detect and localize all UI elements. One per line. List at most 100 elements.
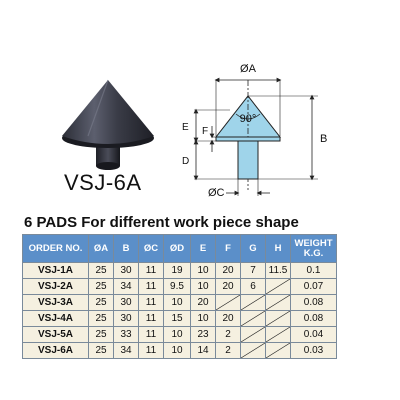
column-header: WEIGHT K.G. — [290, 234, 337, 263]
table-cell: 23 — [190, 326, 216, 343]
table-cell: 0.03 — [290, 342, 337, 359]
dim-a-label: ØA — [240, 63, 257, 75]
order-number-cell: VSJ-1A — [22, 262, 89, 279]
table-cell: 30 — [113, 262, 139, 279]
empty-cell — [265, 326, 291, 343]
empty-cell-slash — [241, 343, 265, 358]
table-cell: 34 — [113, 342, 139, 359]
empty-cell — [215, 294, 241, 311]
table-cell: 20 — [215, 278, 241, 295]
empty-cell-slash — [216, 295, 240, 310]
table-cell: 11 — [138, 326, 164, 343]
table-cell: 11 — [138, 342, 164, 359]
table-cell: 34 — [113, 278, 139, 295]
order-number-cell: VSJ-4A — [22, 310, 89, 327]
table-cell: 0.08 — [290, 310, 337, 327]
empty-cell-slash — [266, 279, 290, 294]
table-cell: 25 — [88, 262, 114, 279]
product-photo — [62, 79, 154, 170]
empty-cell — [240, 310, 266, 327]
table-cell: 10 — [163, 326, 191, 343]
table-cell: 6 — [240, 278, 266, 295]
table-cell: 11 — [138, 294, 164, 311]
table-cell: 20 — [215, 310, 241, 327]
empty-cell — [240, 342, 266, 359]
stem-section — [237, 140, 259, 180]
table-cell: 11 — [138, 262, 164, 279]
table-cell: 0.08 — [290, 294, 337, 311]
model-label: VSJ-6A — [64, 170, 142, 195]
empty-cell-slash — [266, 327, 290, 342]
column-header: F — [215, 234, 241, 263]
table-cell: 14 — [190, 342, 216, 359]
empty-cell — [265, 294, 291, 311]
table-cell: 25 — [88, 326, 114, 343]
column-header: E — [190, 234, 216, 263]
table-cell: 25 — [88, 294, 114, 311]
table-cell: 2 — [215, 326, 241, 343]
table-cell: 10 — [190, 310, 216, 327]
column-header: ØA — [88, 234, 114, 263]
table-cell: 2 — [215, 342, 241, 359]
column-header: ØC — [138, 234, 164, 263]
table-cell: 25 — [88, 342, 114, 359]
dim-b-label: B — [320, 133, 327, 145]
table-title: 6 PADS For different work piece shape — [24, 214, 299, 231]
table-cell: 10 — [163, 342, 191, 359]
table-cell: 20 — [215, 262, 241, 279]
table-cell: 0.1 — [290, 262, 337, 279]
empty-cell-slash — [266, 343, 290, 358]
table-cell: 25 — [88, 278, 114, 295]
dim-d-label: D — [182, 156, 189, 167]
table-cell: 15 — [163, 310, 191, 327]
empty-cell — [265, 310, 291, 327]
order-number-cell: VSJ-2A — [22, 278, 89, 295]
table-cell: 30 — [113, 294, 139, 311]
table-cell: 25 — [88, 310, 114, 327]
table-cell: 0.04 — [290, 326, 337, 343]
empty-cell — [265, 342, 291, 359]
table-cell: 10 — [190, 278, 216, 295]
table-cell: 11.5 — [265, 262, 291, 279]
angle-label: 90° — [240, 113, 257, 125]
table-cell: 11 — [138, 278, 164, 295]
empty-cell — [240, 294, 266, 311]
order-number-cell: VSJ-6A — [22, 342, 89, 359]
column-header: ORDER NO. — [22, 234, 89, 263]
table-cell: 11 — [138, 310, 164, 327]
table-cell: 19 — [163, 262, 191, 279]
table-cell: 20 — [190, 294, 216, 311]
empty-cell — [240, 326, 266, 343]
empty-cell-slash — [266, 311, 290, 326]
table-cell: 9.5 — [163, 278, 191, 295]
column-header: G — [240, 234, 266, 263]
column-header: B — [113, 234, 139, 263]
table-cell: 33 — [113, 326, 139, 343]
dim-f-label: F — [202, 126, 208, 137]
dim-e-label: E — [182, 122, 189, 133]
dim-c-label: ØC — [208, 187, 225, 199]
column-header: ØD — [163, 234, 191, 263]
empty-cell-slash — [266, 295, 290, 310]
empty-cell-slash — [241, 327, 265, 342]
empty-cell — [265, 278, 291, 295]
dimension-diagram: 90° ØA B E F D ØC — [182, 63, 327, 199]
order-number-cell: VSJ-5A — [22, 326, 89, 343]
table-cell: 10 — [190, 262, 216, 279]
table-cell: 0.07 — [290, 278, 337, 295]
column-header: H — [265, 234, 291, 263]
empty-cell-slash — [241, 311, 265, 326]
table-cell: 10 — [163, 294, 191, 311]
order-number-cell: VSJ-3A — [22, 294, 89, 311]
table-cell: 7 — [240, 262, 266, 279]
table-cell: 30 — [113, 310, 139, 327]
empty-cell-slash — [241, 295, 265, 310]
